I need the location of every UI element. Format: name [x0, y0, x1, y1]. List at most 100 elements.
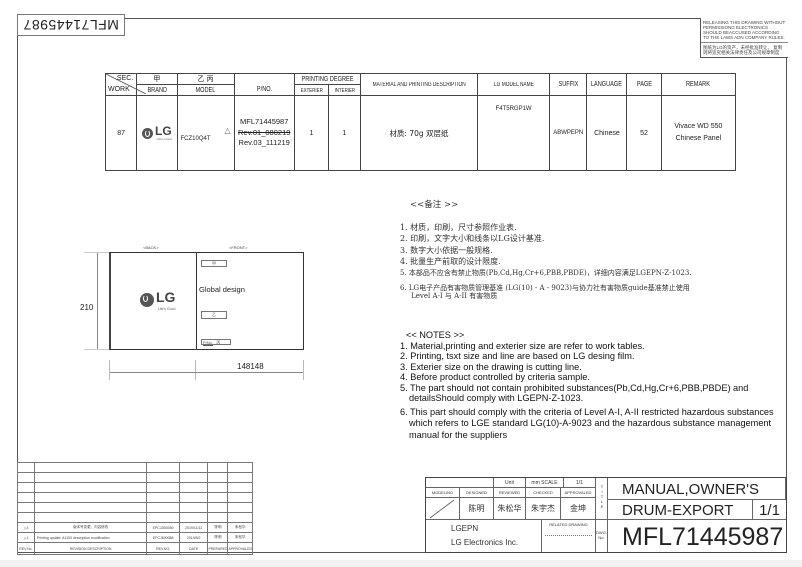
notice-chinese: 图纸为LG的资产，未经批准转让、 复制则将追究相关法律责任及公司规章制度 [703, 45, 783, 55]
title-line2: DRUM-EXPORT [608, 500, 753, 520]
extension-line-mid [195, 360, 196, 380]
work-label: WORK [108, 86, 130, 93]
company-block: LGEPN LG Electronics Inc. [426, 520, 542, 552]
width-dimension-line [110, 372, 303, 373]
revision-row [17, 472, 253, 483]
pno-header: P/NO. [233, 84, 295, 96]
diagonal-strike-icon [429, 499, 455, 519]
extension-line-bottom [84, 349, 109, 350]
approvaled-label: APPROVALED [561, 488, 596, 498]
printing-degree-header: PRINTING DEGREE [293, 73, 361, 85]
notes-cn-title: <<备注 >> [410, 200, 459, 210]
company-code: LGEPN [451, 524, 479, 533]
page-header: PAGE [626, 73, 662, 96]
model-header: MODEL [176, 84, 235, 96]
sheet-frame [17, 18, 787, 553]
lg-logo-icon [142, 127, 154, 139]
lg-model-name-header: LG MODEL NAME [477, 73, 550, 96]
remark-line1: Vivace WD 550 [674, 123, 723, 130]
front-label: <FRONT> [229, 245, 248, 250]
modeling-label: MODELING [426, 488, 460, 498]
note-cn-6b: Level A-I 与 A-II 有害物质 [400, 292, 498, 300]
model-box: 乙 [201, 311, 227, 319]
work-value: 87 [104, 95, 138, 171]
revision-row [17, 482, 253, 493]
manual-layout-drawing: LG Life's Good 甲 Global design 乙 P/No. 丙 [109, 252, 304, 350]
drawing-number: MFL71445987 [622, 523, 784, 551]
pno-main: MFL71445987 [240, 117, 289, 127]
approver-name: 金坤 [561, 498, 596, 520]
notes-en-title: << NOTES >> [406, 330, 465, 340]
checker-name: 朱宇杰 [526, 498, 561, 520]
back-label: <BACK> [143, 245, 159, 250]
reviewed-label: REVIEWED [494, 488, 526, 498]
lg-model-name-value: F4T5RGP1W [477, 95, 550, 171]
model-value: FCZ10Q4T [176, 95, 235, 171]
pno-header-top [233, 73, 295, 85]
extension-line-top [84, 252, 109, 253]
height-dimension-line [97, 252, 98, 350]
pno-box: P/No. 丙 [201, 339, 231, 345]
sheet-count: 1/1 [753, 500, 786, 520]
front-text: Global design [199, 285, 245, 294]
note-cn-1: 1. 材质，印刷，尺寸参照作业表. [400, 222, 517, 232]
extension-line-right [303, 360, 304, 380]
interier-value: 1 [327, 95, 361, 171]
fold-line [196, 253, 197, 349]
unit-scale: mm SCALE [526, 478, 564, 488]
width-dimension: 148148 [237, 362, 264, 371]
checked-label: CHECKED [526, 488, 561, 498]
exterier-value: 1 [293, 95, 329, 171]
sec-work-header: SEC. WORK [104, 73, 146, 96]
revision-row [17, 512, 253, 523]
note-cn-5: 5. 本部品不应含有禁止物质(Pb,Cd,Hg,Cr+6,PBB,PBDE)，详… [400, 268, 692, 277]
title-block: Unit mm SCALE 1/1 MODELING DESIGNED REVI… [425, 477, 787, 553]
revision-row [17, 502, 253, 513]
language-header: LANGUAGE [586, 73, 628, 96]
unit-label: Unit [494, 478, 526, 488]
notes-chinese: <<备注 >> 1. 材质，印刷，尺寸参照作业表. 2. 印刷，文字大小和线条以… [400, 200, 692, 300]
pno-value: △ MFL71445987 Rev.01_080219 Rev.03_11121… [225, 95, 295, 171]
company-name: LG Electronics Inc. [451, 538, 519, 547]
model-cn-header: 乙 丙 [176, 73, 235, 85]
work-table: SEC. WORK 甲 乙 丙 PRINTING DEGREE MATERIAL… [104, 73, 737, 171]
material-value: 材质: 70g 双层纸 [359, 95, 479, 171]
modeling-value [426, 498, 460, 520]
confidentiality-notice: RELEASING THIS DRAWING WITHOUT PERMISSIO… [700, 18, 788, 58]
lg-logo-text: LG [155, 124, 172, 138]
designed-label: DESIGNED [460, 488, 494, 498]
note-en-4: 4. Before product controlled by criteria… [400, 372, 590, 382]
note-en-5: 5. The part should not contain prohibite… [400, 382, 749, 404]
note-cn-2: 2. 印刷，文字大小和线条以LG设计基准. [400, 234, 545, 243]
height-dimension: 210 [80, 303, 94, 312]
remark-header: REMARK [660, 73, 737, 96]
designer-name: 陈明 [460, 498, 494, 520]
lg-logo-text: LG [156, 289, 176, 305]
scale-value: 1/1 [564, 478, 596, 488]
language-value: Chinese [586, 95, 628, 171]
notice-english: RELEASING THIS DRAWING WITHOUT PERMISSIO… [701, 18, 788, 43]
note-cn-3: 3. 数字大小依据一般规格. [400, 245, 493, 255]
note-en-3: 3. Exterier size on the drawing is cutti… [400, 361, 582, 372]
suffix-value: ABWPEPN [548, 95, 588, 171]
pno-rev3: Rev.03_111219 [238, 138, 290, 148]
revision-triangle-icon: △ [224, 126, 231, 135]
notes-english: << NOTES >> 1. Material,printing and ext… [400, 330, 794, 441]
title-line1: MANUAL,OWNER'S [608, 478, 786, 500]
pno-rev1: Rev.01_080219 [238, 127, 291, 137]
reviewer-name: 朱松华 [494, 498, 526, 520]
sec-label: SEC. [116, 75, 134, 82]
page-value: 52 [626, 95, 662, 171]
revision-row [17, 492, 253, 503]
note-cn-6: 6. LG电子产品有害物质管理基准 (LG(10) - A - 9023)与协力… [400, 284, 690, 292]
revision-row [17, 462, 253, 473]
exterier-header: EXTERIER [293, 84, 329, 96]
remark-value: Vivace WD 550 Chinese Panel [660, 95, 737, 171]
blank-cell [426, 478, 494, 488]
diagonal-line-icon [106, 74, 146, 94]
note-en-1: 1. Material,printing and exterier size a… [400, 340, 645, 351]
